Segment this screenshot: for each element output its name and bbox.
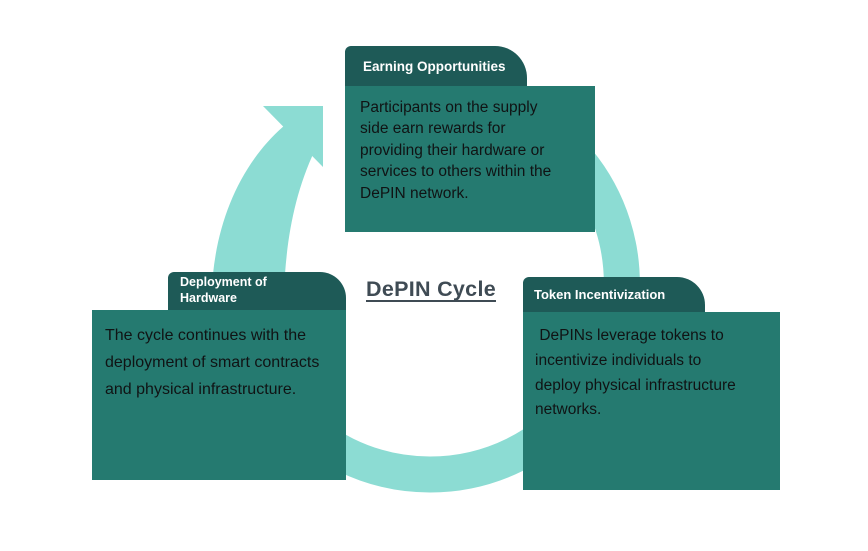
node-earning-opportunities-header: Earning Opportunities <box>345 46 527 86</box>
node-token-incentivization-body: DePINs leverage tokens to incentivize in… <box>523 312 780 490</box>
diagram-title: DePIN Cycle <box>366 277 496 301</box>
node-earning-opportunities-label: Earning Opportunities <box>363 58 506 74</box>
node-token-incentivization-description: DePINs leverage tokens to incentivize in… <box>535 327 736 419</box>
node-deployment-of-hardware-header: Deployment of Hardware <box>168 272 346 310</box>
node-token-incentivization-header: Token Incentivization <box>523 277 705 312</box>
node-deployment-of-hardware-label: Deployment of Hardware <box>180 275 267 305</box>
node-deployment-of-hardware-body: The cycle continues with the deployment … <box>92 310 346 480</box>
cycle-arrow-stem <box>213 125 315 274</box>
node-deployment-of-hardware-description: The cycle continues with the deployment … <box>105 327 320 398</box>
node-earning-opportunities-description: Participants on the supply side earn rew… <box>360 99 552 202</box>
node-earning-opportunities-body: Participants on the supply side earn rew… <box>345 86 595 232</box>
node-token-incentivization-label: Token Incentivization <box>534 287 666 302</box>
cycle-arrow-head-icon <box>263 106 323 167</box>
